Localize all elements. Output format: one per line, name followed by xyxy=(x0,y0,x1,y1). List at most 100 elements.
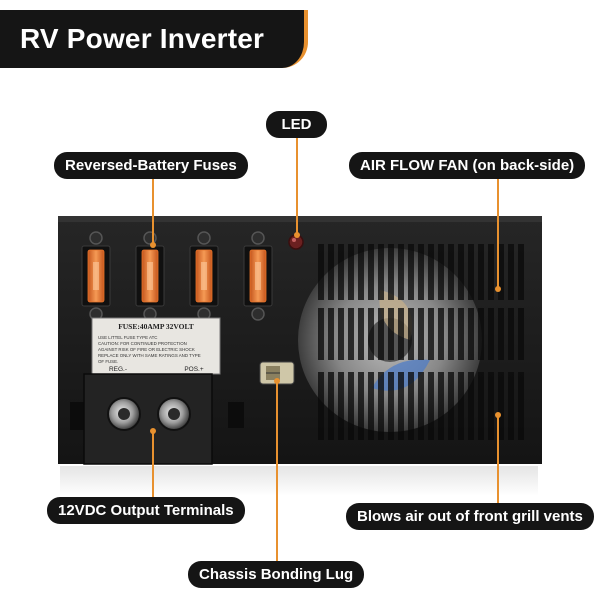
vents-callout: Blows air out of front grill vents xyxy=(346,503,594,530)
vent-slot xyxy=(348,244,354,300)
fuse-icon xyxy=(243,231,273,321)
vent-slot xyxy=(498,308,504,360)
vent-slot xyxy=(458,372,464,440)
vent-slot xyxy=(408,308,414,360)
vent-slot xyxy=(408,244,414,300)
chassis-top-edge xyxy=(58,216,542,222)
lug-leader-line xyxy=(276,380,278,562)
vent-slot xyxy=(358,372,364,440)
bonding-lug-callout: Chassis Bonding Lug xyxy=(188,561,365,588)
vent-slot xyxy=(518,244,524,300)
fuse-icon xyxy=(189,231,219,321)
vent-slot xyxy=(318,308,324,360)
vent-slot xyxy=(418,372,424,440)
vent-slot xyxy=(498,244,504,300)
fuses-leader-line xyxy=(152,178,154,244)
vent-slot xyxy=(358,244,364,300)
vent-slot xyxy=(328,244,334,300)
vent-slot xyxy=(398,372,404,440)
vent-slot xyxy=(448,372,454,440)
fuse-icon xyxy=(81,231,111,321)
led-leader-line xyxy=(296,136,298,234)
vent-slot xyxy=(328,308,334,360)
vent-slot xyxy=(478,244,484,300)
fuse-screw-icon xyxy=(89,231,103,245)
output-leader-line xyxy=(152,430,154,498)
vent-slot xyxy=(468,372,474,440)
vent-slot xyxy=(378,308,384,360)
lug-leader-dot xyxy=(274,378,280,384)
neg-terminal-label: REG.- xyxy=(109,366,127,373)
vent-slot xyxy=(508,244,514,300)
vent-slot xyxy=(438,308,444,360)
vent-slot xyxy=(368,372,374,440)
floor-reflection xyxy=(60,466,538,496)
vent-slot xyxy=(338,308,344,360)
vent-slot xyxy=(478,308,484,360)
vent-slot xyxy=(428,244,434,300)
fuse-screw-icon xyxy=(197,231,211,245)
vent-slot xyxy=(438,244,444,300)
vent-slot xyxy=(328,372,334,440)
vent-slot xyxy=(408,372,414,440)
vent-slot xyxy=(348,308,354,360)
pos-terminal-label: POS.+ xyxy=(184,366,204,373)
fuse-element xyxy=(255,262,261,290)
fan-leader-dot xyxy=(495,286,501,292)
fuse-plate-heading: FUSE:40AMP 32VOLT xyxy=(118,322,194,331)
vent-slot xyxy=(478,372,484,440)
fuse-screw-icon xyxy=(251,231,265,245)
vent-slot xyxy=(518,308,524,360)
negative-terminal-hole xyxy=(118,408,130,420)
chassis-right-tab xyxy=(228,402,244,428)
vent-slot xyxy=(338,372,344,440)
vent-slot xyxy=(418,308,424,360)
vent-slot xyxy=(488,372,494,440)
led-callout: LED xyxy=(266,111,327,138)
fuse-plate-line: REPLACE ONLY WITH SAME RATINGS AND TYPE xyxy=(98,353,201,358)
vent-slot xyxy=(448,244,454,300)
fuse-warning-plate xyxy=(91,317,221,375)
title-banner: RV Power Inverter xyxy=(0,10,308,68)
vent-slot xyxy=(488,308,494,360)
vents-leader-dot xyxy=(495,412,501,418)
fuse-element xyxy=(147,262,153,290)
fuse-plate-line: OF FUSE. xyxy=(98,359,118,364)
terminal-cover xyxy=(83,373,213,465)
fuse-plate-line: CAUTION: FOR CONTINUED PROTECTION xyxy=(98,341,187,346)
fuse-element xyxy=(93,262,99,290)
vent-slot xyxy=(398,244,404,300)
vent-slot xyxy=(378,244,384,300)
vent-slot xyxy=(438,372,444,440)
vent-slot xyxy=(418,244,424,300)
vent-slot xyxy=(468,244,474,300)
vent-slot xyxy=(388,372,394,440)
fuses-callout: Reversed-Battery Fuses xyxy=(54,152,248,179)
fuse-screw-icon xyxy=(251,307,265,321)
vent-slot xyxy=(318,244,324,300)
vent-slot xyxy=(318,372,324,440)
vent-slot xyxy=(488,244,494,300)
vent-slot xyxy=(368,308,374,360)
output-terminals-callout: 12VDC Output Terminals xyxy=(47,497,245,524)
positive-terminal-hole xyxy=(168,408,180,420)
vent-slot xyxy=(378,372,384,440)
vent-slot xyxy=(468,308,474,360)
vent-grill xyxy=(318,244,524,440)
vent-slot xyxy=(508,372,514,440)
vent-slot xyxy=(428,372,434,440)
vent-slot xyxy=(458,308,464,360)
vent-slot xyxy=(398,308,404,360)
fuse-plate-line: USE LITTEL FUSE TYPE ATC xyxy=(98,335,157,340)
page-title: RV Power Inverter xyxy=(20,23,265,54)
vent-slot xyxy=(368,244,374,300)
chassis-left-tab xyxy=(70,402,84,430)
fan-callout: AIR FLOW FAN (on back-side) xyxy=(349,152,586,179)
vent-slot xyxy=(458,244,464,300)
fuse-element xyxy=(201,262,207,290)
fuse-holders xyxy=(81,231,273,321)
fan-leader-line xyxy=(497,178,499,288)
vent-slot xyxy=(358,308,364,360)
vent-slot xyxy=(348,372,354,440)
